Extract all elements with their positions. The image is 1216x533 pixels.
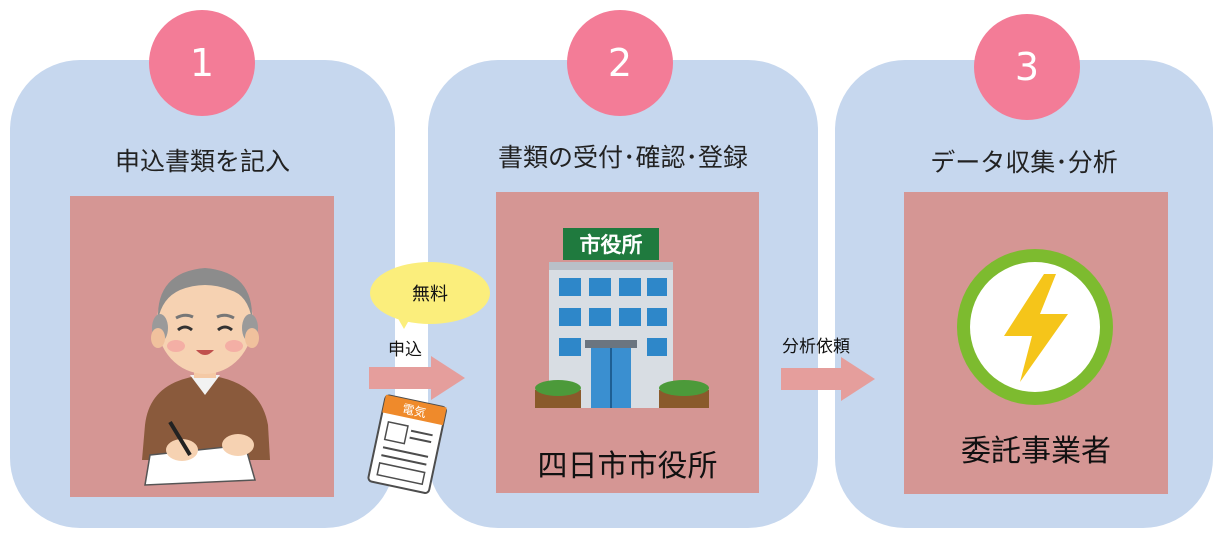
lightning-badge-icon — [957, 249, 1113, 405]
electricity-form-icon: 電気 — [367, 394, 447, 494]
free-bubble: 無料 — [370, 262, 490, 324]
form-header-text: 電気 — [401, 401, 428, 421]
step-number-3: 3 — [974, 14, 1080, 120]
city-hall-label: 四日市市役所 — [537, 449, 718, 484]
elderly-man-writing-icon — [142, 268, 270, 486]
step-title-2: 書類の受付･確認･登録 — [497, 143, 748, 172]
city-hall-building-icon: 市役所 — [535, 228, 709, 408]
step-title-1: 申込書類を記入 — [114, 147, 290, 176]
step-number-1: 1 — [149, 10, 255, 116]
apply-label: 申込 — [388, 340, 422, 360]
building-sign-text: 市役所 — [580, 233, 643, 257]
contractor-label: 委託事業者 — [961, 434, 1111, 469]
arrow-right-icon — [781, 357, 875, 401]
bubble-tail — [396, 315, 412, 329]
analysis-request-label: 分析依頼 — [782, 337, 850, 357]
step-title-3: データ収集･分析 — [930, 148, 1118, 177]
arrow-right-icon — [369, 356, 465, 400]
step-number-2: 2 — [567, 10, 673, 116]
